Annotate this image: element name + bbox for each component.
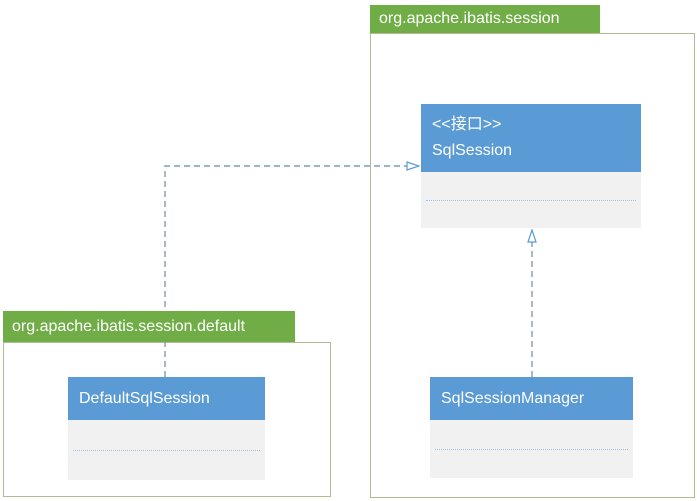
class-defaultsqlsession-body bbox=[68, 420, 265, 480]
class-sqlsession[interactable]: <<接口>> SqlSession bbox=[421, 104, 641, 228]
class-defaultsqlsession[interactable]: DefaultSqlSession bbox=[68, 377, 265, 480]
class-defaultsqlsession-header: DefaultSqlSession bbox=[68, 377, 265, 420]
package-session-label[interactable]: org.apache.ibatis.session bbox=[370, 5, 600, 33]
class-sqlsession-name: SqlSession bbox=[432, 142, 513, 159]
class-sqlsession-body bbox=[421, 172, 641, 228]
class-sqlsessionmanager-body bbox=[430, 420, 633, 478]
class-sqlsessionmanager-name: SqlSessionManager bbox=[441, 389, 585, 407]
class-defaultsqlsession-separator bbox=[73, 450, 260, 451]
package-session-default-label[interactable]: org.apache.ibatis.session.default bbox=[3, 311, 295, 342]
class-sqlsession-separator bbox=[426, 200, 636, 201]
class-sqlsession-header: <<接口>> SqlSession bbox=[421, 104, 641, 172]
class-sqlsessionmanager-header: SqlSessionManager bbox=[430, 377, 633, 420]
class-sqlsession-stereotype: <<接口>> bbox=[432, 116, 502, 133]
class-defaultsqlsession-name: DefaultSqlSession bbox=[79, 389, 210, 407]
class-sqlsessionmanager[interactable]: SqlSessionManager bbox=[430, 377, 633, 478]
class-sqlsessionmanager-separator bbox=[435, 449, 628, 450]
